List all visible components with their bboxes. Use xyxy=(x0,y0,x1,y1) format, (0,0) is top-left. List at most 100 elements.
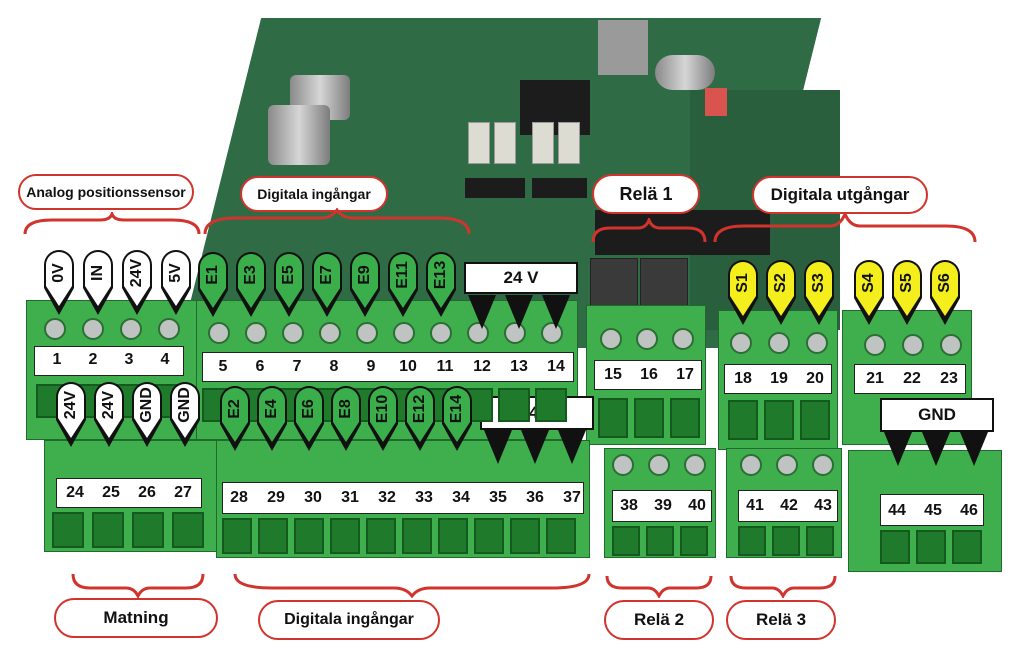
pin-number-11: 11 xyxy=(436,358,454,375)
pin-tag-e11: E11 xyxy=(386,250,420,318)
pin-tag-s5: S5 xyxy=(890,258,924,326)
screw-terminal xyxy=(356,322,378,344)
display-digit xyxy=(532,122,554,164)
wire-entry xyxy=(510,518,540,554)
label-rela-2: Relä 2 xyxy=(604,600,714,640)
pin-number-1: 1 xyxy=(52,351,62,368)
pin-tag-gnd: GND xyxy=(130,380,164,448)
wire-entry xyxy=(880,530,910,564)
pin-tag-e7: E7 xyxy=(310,250,344,318)
voltage-box-top: 24 V xyxy=(464,262,578,294)
gnd-arrow xyxy=(922,432,950,466)
screw-terminal xyxy=(776,454,798,476)
pin-strip-15-17 xyxy=(594,360,702,390)
v24-bottom-arrow xyxy=(484,430,512,464)
brace-matning xyxy=(71,573,205,598)
pin-number-24: 24 xyxy=(66,484,84,501)
gnd-arrow xyxy=(884,432,912,466)
brace-rela-3 xyxy=(729,575,837,598)
wire-entry xyxy=(598,398,628,438)
wire-entry xyxy=(738,526,766,556)
pin-tag-e13: E13 xyxy=(424,250,458,318)
wire-entry xyxy=(52,512,84,548)
pin-tag-e10: E10 xyxy=(366,384,400,452)
pin-header xyxy=(595,210,770,255)
screw-terminal xyxy=(393,322,415,344)
wire-entry xyxy=(535,388,567,422)
screw-terminal xyxy=(319,322,341,344)
screw-terminal xyxy=(82,318,104,340)
v24-bottom-arrow xyxy=(521,430,549,464)
wire-entry xyxy=(258,518,288,554)
label-digitala-utgangar: Digitala utgångar xyxy=(752,176,928,214)
pin-number-10: 10 xyxy=(399,358,417,375)
wire-entry xyxy=(772,526,800,556)
pin-tag-e4: E4 xyxy=(255,384,289,452)
screw-terminal xyxy=(672,328,694,350)
screw-terminal xyxy=(806,332,828,354)
pin-number-35: 35 xyxy=(489,489,507,506)
screw-terminal xyxy=(730,332,752,354)
wire-entry xyxy=(916,530,946,564)
brace-rela-2 xyxy=(605,575,713,598)
battery xyxy=(655,55,715,90)
pin-tag-s6: S6 xyxy=(928,258,962,326)
relay xyxy=(590,258,638,310)
wire-entry xyxy=(764,400,794,440)
pin-tag-s1: S1 xyxy=(726,258,760,326)
wire-entry xyxy=(438,518,468,554)
pin-strip-18-20 xyxy=(724,364,832,394)
pin-number-8: 8 xyxy=(329,358,339,375)
screw-terminal xyxy=(768,332,790,354)
wire-entry xyxy=(92,512,124,548)
pin-number-13: 13 xyxy=(510,358,528,375)
pin-number-2: 2 xyxy=(88,351,98,368)
label-rela-1: Relä 1 xyxy=(592,174,700,214)
brace-digitala-ingangar-top xyxy=(203,208,471,235)
screw-terminal xyxy=(612,454,634,476)
screw-terminal xyxy=(282,322,304,344)
wire-entry xyxy=(132,512,164,548)
pin-tag-e8: E8 xyxy=(329,384,363,452)
screw-terminal xyxy=(430,322,452,344)
pin-number-36: 36 xyxy=(526,489,544,506)
display-digit xyxy=(468,122,490,164)
v24-top-arrow xyxy=(468,295,496,329)
pin-number-15: 15 xyxy=(604,366,622,383)
wire-entry xyxy=(172,512,204,548)
wire-entry xyxy=(680,526,708,556)
pin-number-42: 42 xyxy=(780,497,798,514)
pin-strip-24-27 xyxy=(56,478,202,508)
pin-tag-gnd: GND xyxy=(168,380,202,448)
screw-terminal xyxy=(902,334,924,356)
pin-number-28: 28 xyxy=(230,489,248,506)
brace-analog xyxy=(23,212,201,235)
screw-terminal xyxy=(158,318,180,340)
pin-number-45: 45 xyxy=(924,502,942,519)
pin-number-43: 43 xyxy=(814,497,832,514)
pin-strip-41-43 xyxy=(738,490,838,522)
ic-chip xyxy=(465,178,525,198)
ic-chip xyxy=(532,178,587,198)
label-digitala-ingangar-bottom: Digitala ingångar xyxy=(258,600,440,640)
pin-number-37: 37 xyxy=(563,489,581,506)
gnd-box: GND xyxy=(880,398,994,432)
brace-rela-1 xyxy=(591,218,707,243)
screw-terminal xyxy=(636,328,658,350)
pin-tag-0v: 0V xyxy=(42,248,76,316)
pin-number-33: 33 xyxy=(415,489,433,506)
pin-number-29: 29 xyxy=(267,489,285,506)
pin-tag-e6: E6 xyxy=(292,384,326,452)
pin-tag-e5: E5 xyxy=(272,250,306,318)
pin-number-21: 21 xyxy=(866,370,884,387)
wire-entry xyxy=(330,518,360,554)
pin-tag-e1: E1 xyxy=(196,250,230,318)
wire-entry xyxy=(800,400,830,440)
screw-terminal xyxy=(600,328,622,350)
wire-entry xyxy=(498,388,530,422)
pin-number-20: 20 xyxy=(806,370,824,387)
label-rela-3: Relä 3 xyxy=(726,600,836,640)
pin-tag-e2: E2 xyxy=(218,384,252,452)
screw-terminal xyxy=(684,454,706,476)
